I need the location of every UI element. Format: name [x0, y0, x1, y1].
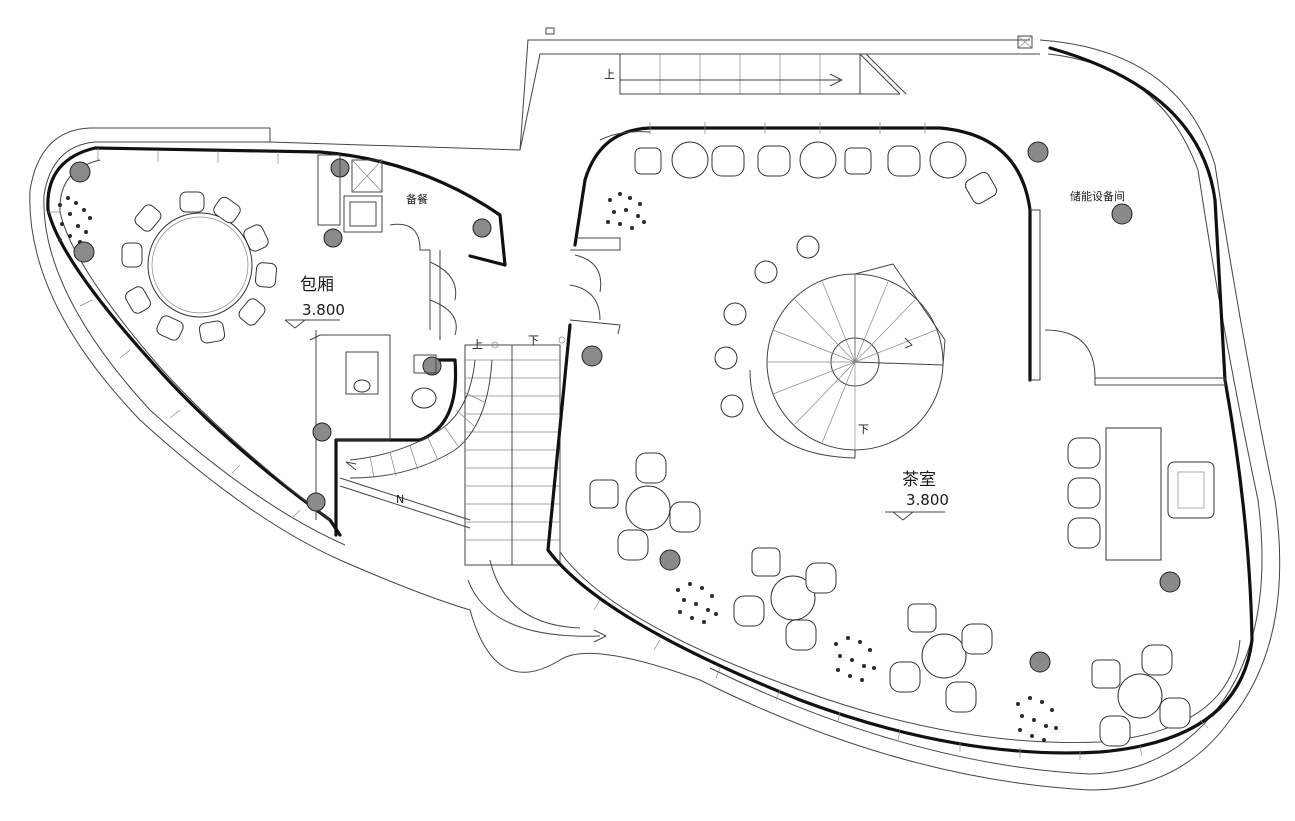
tea-room: 下: [546, 46, 1254, 760]
column: [69, 161, 91, 183]
stool: [720, 394, 744, 418]
stair-down-label: 下: [528, 334, 539, 347]
round-table: [147, 212, 253, 318]
column: [73, 241, 95, 263]
private-room-elevation: 3.800: [302, 301, 345, 319]
pantry-label: 备餐: [406, 192, 428, 206]
tea-table-set-2: [733, 547, 837, 651]
shrub-tea-3: [834, 636, 876, 682]
stool: [796, 235, 820, 259]
private-room-label: 包厢: [300, 275, 334, 295]
stair-up-top-label: 上: [604, 68, 615, 81]
column: [422, 356, 442, 376]
tea-table-set-3: [889, 603, 993, 713]
stair-up-label: 上: [472, 338, 483, 351]
column: [472, 218, 492, 238]
pantry: 备餐: [317, 154, 457, 409]
column: [581, 345, 603, 367]
central-stair: N 上 下: [339, 334, 607, 643]
tea-table-set-4: [1091, 644, 1191, 747]
tea-room-label: 茶室: [902, 470, 936, 490]
tea-room-elevation: 3.800: [906, 491, 949, 509]
chairs-round-table: [121, 191, 278, 344]
column: [312, 422, 332, 442]
long-table: [1067, 427, 1215, 561]
tea-table-set-1: [589, 452, 701, 561]
spiral-stair: 下: [749, 263, 946, 459]
shrub-tea-4: [1016, 696, 1058, 742]
top-stair: 上: [604, 53, 907, 95]
stool: [754, 260, 778, 284]
stool: [723, 302, 747, 326]
column: [323, 228, 343, 248]
column: [306, 492, 326, 512]
stool: [714, 346, 738, 370]
storage-room-label: 储能设备间: [1070, 189, 1125, 203]
stair-marker: N: [396, 493, 404, 506]
site-outline: [29, 27, 1281, 791]
private-room: 包厢 3.800: [46, 146, 507, 537]
shrub-tea-1: [606, 192, 646, 230]
shrub-private-room: [58, 196, 92, 244]
shrub-tea-2: [676, 582, 718, 624]
spiral-down-label: 下: [858, 423, 869, 436]
top-seating-row: [634, 141, 998, 205]
